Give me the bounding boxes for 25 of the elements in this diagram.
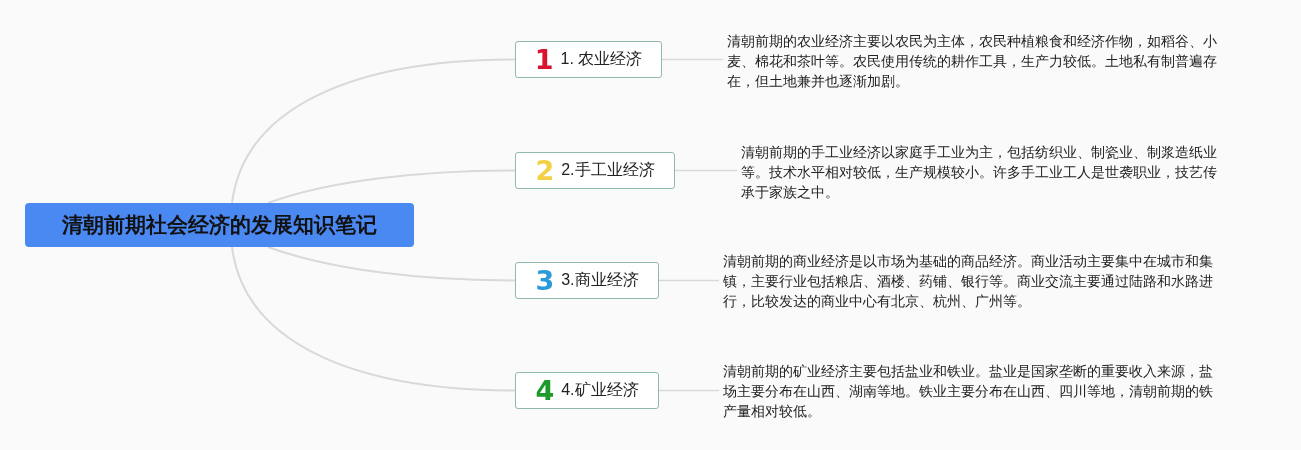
connector-line xyxy=(658,389,720,392)
topic-box xyxy=(515,372,659,409)
connector-line xyxy=(661,58,724,61)
priority-number: 2 xyxy=(535,157,555,184)
topic-label: 4.矿业经济 xyxy=(561,380,639,400)
topic-box xyxy=(515,41,662,78)
topic-label: 3.商业经济 xyxy=(561,270,639,290)
topic-label: 2.手工业经济 xyxy=(561,160,655,180)
connector-line xyxy=(231,58,516,204)
connector-line xyxy=(267,169,516,204)
connector-line xyxy=(231,246,516,392)
note-text: 清朝前期的农业经济主要以农民为主体，农民种植粮食和经济作物，如稻谷、小麦、棉花和茶叶等。农民使用传统的耕作工具，生产力较低。土地私有制普遍存在，但土地兼并也逐渐加剧。 xyxy=(727,32,1221,92)
priority-number: 1 xyxy=(534,46,554,73)
note-text: 清朝前期的手工业经济以家庭手工业为主，包括纺织业、制瓷业、制浆造纸业等。技术水平相对较低，生产规模较小。许多手工业工人是世袭职业，技艺传承于家族之中。 xyxy=(741,143,1223,203)
priority-number: 3 xyxy=(535,267,555,294)
connector-line xyxy=(674,169,738,172)
connector-line xyxy=(658,279,720,282)
connector-line xyxy=(267,246,516,282)
topic-label: 1. 农业经济 xyxy=(560,49,643,69)
central-topic-box: 清朝前期社会经济的发展知识笔记 xyxy=(25,203,414,247)
note-text: 清朝前期的矿业经济主要包括盐业和铁业。盐业是国家垄断的重要收入来源，盐场主要分布在山西、湖南等地。铁业主要分布在山西、四川等地，清朝前期的铁产量相对较低。 xyxy=(723,362,1217,422)
priority-number: 4 xyxy=(535,377,555,404)
topic-box xyxy=(515,262,659,299)
note-text: 清朝前期的商业经济是以市场为基础的商品经济。商业活动主要集中在城市和集镇，主要行业包括粮店、酒楼、药铺、银行等。商业交流主要通过陆路和水路进行，比较发达的商业中心有北京、杭州、广州等。 xyxy=(723,252,1217,312)
topic-box xyxy=(515,152,675,189)
